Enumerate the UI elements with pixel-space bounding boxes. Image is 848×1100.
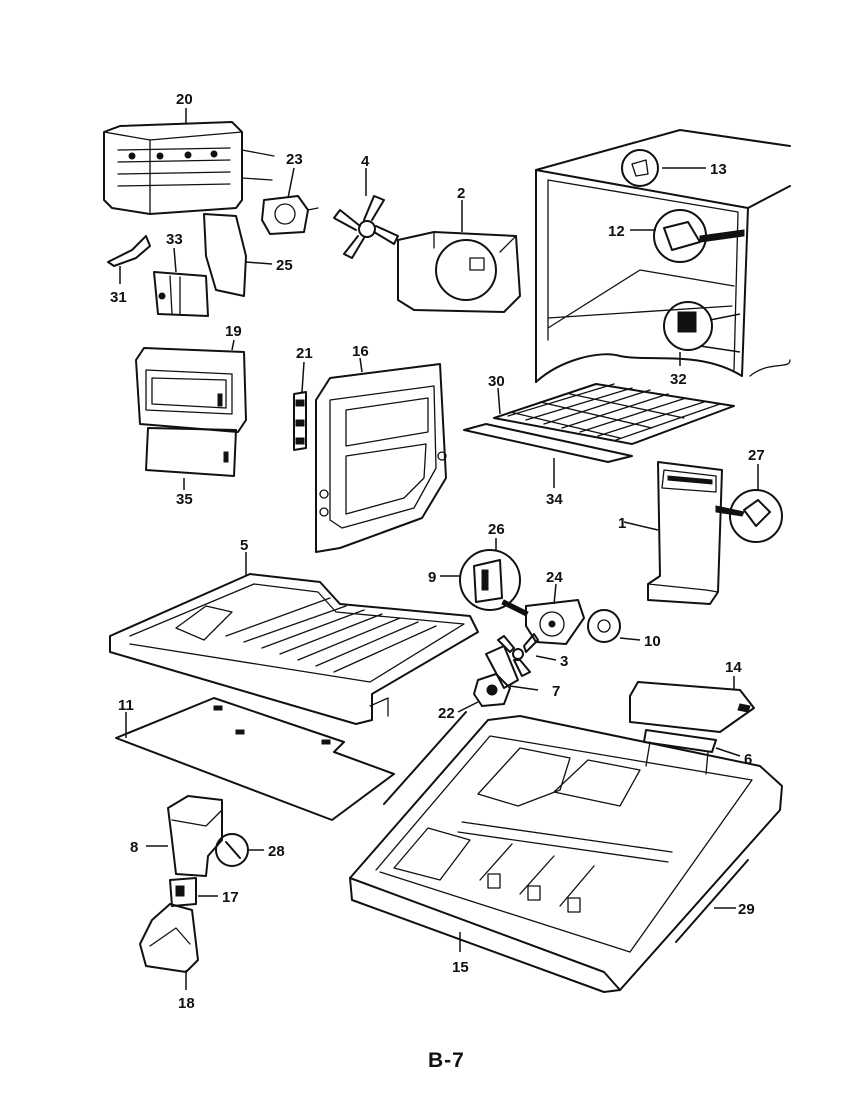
callout-numbers: 20 23 4 2 13 12 32 31 33 25 19 16 21 30 … — [110, 91, 765, 1012]
part-insulation-pad — [115, 697, 395, 821]
callout-33: 33 — [166, 231, 183, 248]
callout-26: 26 — [488, 521, 505, 538]
callout-28: 28 — [268, 843, 285, 860]
callout-17: 17 — [222, 889, 239, 906]
callout-25: 25 — [276, 257, 293, 274]
page-number: B-7 — [428, 1049, 465, 1072]
callout-10: 10 — [644, 633, 661, 650]
callout-32: 32 — [670, 371, 687, 388]
callout-12: 12 — [608, 223, 625, 240]
callout-3: 3 — [560, 653, 568, 670]
part-wire-shelf — [493, 383, 735, 445]
part-cabinet — [535, 129, 791, 383]
callout-leaders — [119, 108, 759, 990]
callout-6: 6 — [744, 751, 752, 768]
part-damper-housing — [647, 461, 723, 605]
callout-20: 20 — [176, 91, 193, 108]
part-damper-control-32 — [663, 301, 713, 351]
part-ice-maker-motor — [261, 195, 319, 235]
callout-29: 29 — [738, 901, 755, 918]
callout-31: 31 — [110, 289, 127, 306]
part-door-liner — [315, 363, 447, 553]
part-panel-35 — [145, 427, 237, 477]
part-trim-frame — [135, 347, 247, 433]
part-shelf-trim — [463, 423, 633, 463]
part-fan-motor-22 — [473, 673, 511, 707]
part-fan-blade — [333, 195, 399, 259]
part-trim-strip-29 — [675, 859, 749, 943]
callout-21: 21 — [296, 345, 313, 362]
part-control-knob-27 — [729, 489, 783, 543]
callout-7: 7 — [552, 683, 560, 700]
part-evaporator-cover — [397, 231, 521, 313]
callout-34: 34 — [546, 491, 563, 508]
callout-13: 13 — [710, 161, 727, 178]
part-fan-bracket — [525, 599, 585, 645]
callout-15: 15 — [452, 959, 469, 976]
callout-23: 23 — [286, 151, 303, 168]
callout-5: 5 — [240, 537, 248, 554]
part-clip-17 — [169, 877, 197, 907]
callout-18: 18 — [178, 995, 195, 1012]
part-light-socket-12 — [653, 209, 707, 263]
part-crisper-base — [349, 715, 783, 993]
part-ice-maker — [103, 121, 275, 215]
callout-19: 19 — [225, 323, 242, 340]
callout-8: 8 — [130, 839, 138, 856]
callout-22: 22 — [438, 705, 455, 722]
callout-30: 30 — [488, 373, 505, 390]
callout-1: 1 — [618, 515, 626, 532]
callout-27: 27 — [748, 447, 765, 464]
part-condenser-fan — [497, 633, 539, 677]
callout-2: 2 — [457, 185, 465, 202]
part-mold-cover — [203, 213, 247, 297]
part-grommet-10 — [587, 609, 621, 643]
callout-14: 14 — [725, 659, 742, 676]
part-ice-chute-8 — [167, 795, 223, 877]
part-shutter — [153, 271, 209, 317]
callout-11: 11 — [118, 697, 134, 714]
part-light-bulb-13 — [621, 149, 659, 187]
callout-4: 4 — [361, 153, 370, 170]
callout-24: 24 — [546, 569, 563, 586]
callout-16: 16 — [352, 343, 369, 360]
part-bracket — [107, 235, 151, 267]
part-freezer-floor — [109, 573, 479, 725]
part-trim-strip-left — [383, 711, 467, 805]
part-ice-bucket-18 — [139, 903, 199, 973]
part-defrost-thermostat-26 — [459, 549, 521, 611]
callout-35: 35 — [176, 491, 193, 508]
part-cover-14 — [629, 681, 755, 733]
callout-9: 9 — [428, 569, 436, 586]
part-hinge — [293, 391, 307, 451]
